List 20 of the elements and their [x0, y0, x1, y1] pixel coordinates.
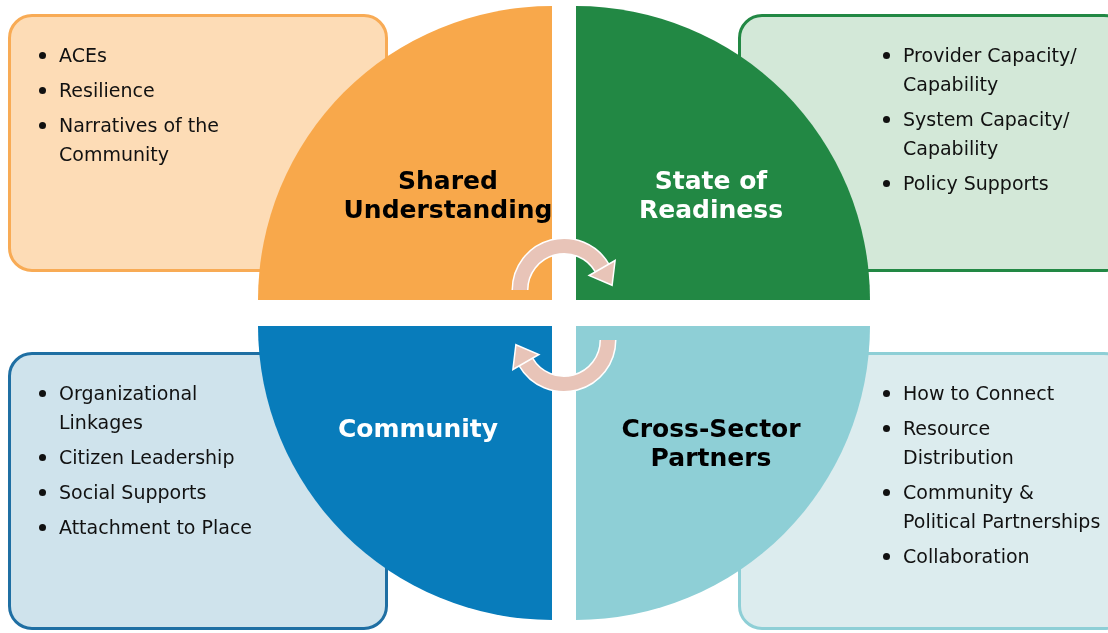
quadrant-title: Community [336, 414, 499, 443]
quadrant-title: Cross-Sector Partners [620, 414, 802, 472]
bullet-item: Resilience [37, 76, 257, 105]
quadrant-title: State of Readiness [637, 166, 785, 224]
bullet-item: Policy Supports [881, 169, 1101, 198]
bullet-item: Social Supports [37, 478, 257, 507]
bullet-item: System Capacity/ Capability [881, 105, 1101, 163]
bullet-item: Collaboration [881, 542, 1101, 571]
bullet-item: Citizen Leadership [37, 443, 257, 472]
bullet-item: Attachment to Place [37, 513, 257, 542]
bullet-item: Organizational Linkages [37, 379, 257, 437]
bullet-item: Provider Capacity/ Capability [881, 41, 1101, 99]
bullet-item: Narratives of the Community [37, 111, 257, 169]
bullet-item: Resource Distribution [881, 414, 1101, 472]
bullet-item: ACEs [37, 41, 257, 70]
curved-arrow [511, 339, 617, 393]
bullet-item: Community & Political Partnerships [881, 478, 1101, 536]
quadrant-title: Shared Understanding [342, 166, 554, 224]
bullet-item: How to Connect [881, 379, 1101, 408]
curved-arrow [511, 237, 617, 291]
